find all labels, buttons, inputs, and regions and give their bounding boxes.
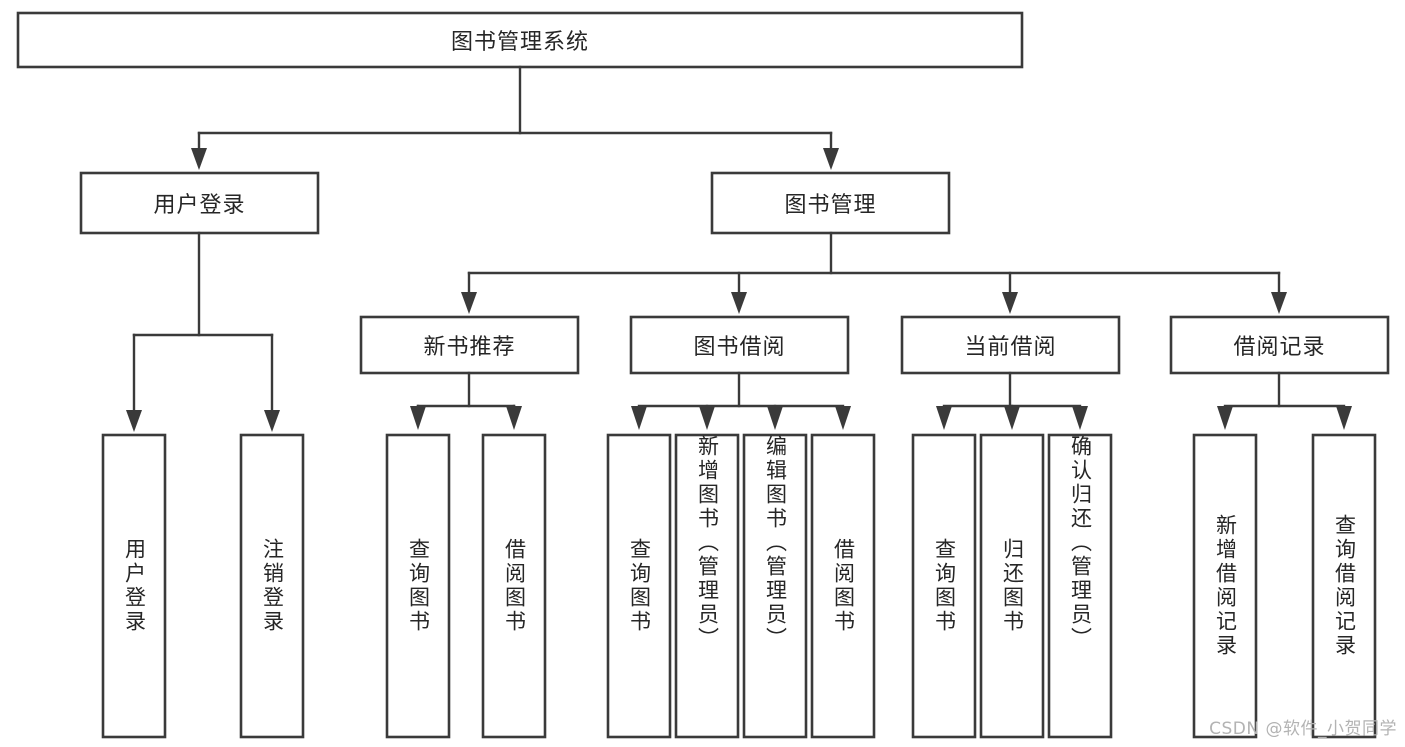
leaf-br-query-record-box[interactable] (1311, 433, 1377, 739)
arrow-head-borrow-record (1271, 292, 1287, 314)
arrow-head-cb-confirm-return (1072, 406, 1088, 430)
arrow-head-bb-add-book (699, 406, 715, 430)
leaf-user-login-box[interactable] (101, 433, 167, 739)
arrow-head-to-book-mgmt (823, 148, 839, 170)
arrow-head-br-query-record (1336, 406, 1352, 430)
arrow-head-cb-return-book (1004, 406, 1020, 430)
arrow-head-br-add-record (1217, 406, 1233, 430)
leaf-cb-query-book-box[interactable] (911, 433, 977, 739)
arrow-head-cb-query-book (936, 406, 952, 430)
leaf-nbr-query-book-box[interactable] (385, 433, 451, 739)
node-book-borrow-box[interactable] (629, 315, 850, 375)
arrow-head-bb-query-book (631, 406, 647, 430)
arrow-head-nbr-borrow-book (506, 406, 522, 430)
arrow-head-to-user-login (191, 148, 207, 170)
arrow-head-bb-edit-book (767, 406, 783, 430)
arrow-head-current-borrow (1002, 292, 1018, 314)
node-borrow-record-box[interactable] (1169, 315, 1390, 375)
leaf-logout-box[interactable] (239, 433, 305, 739)
leaf-bb-borrow-book-box[interactable] (810, 433, 876, 739)
node-book-management-box[interactable] (710, 171, 951, 235)
node-new-book-recommend-box[interactable] (359, 315, 580, 375)
leaf-cb-return-book-box[interactable] (979, 433, 1045, 739)
node-user-login-box[interactable] (79, 171, 320, 235)
arrow-head-leaf-user-login (126, 410, 142, 432)
leaf-nbr-borrow-book-box[interactable] (481, 433, 547, 739)
arrow-head-bb-borrow-book (835, 406, 851, 430)
leaf-br-add-record-box[interactable] (1192, 433, 1258, 739)
arrow-head-leaf-logout (264, 410, 280, 432)
leaf-bb-edit-book-box[interactable] (742, 433, 808, 739)
leaf-bb-query-book-box[interactable] (606, 433, 672, 739)
arrow-head-book-borrow (731, 292, 747, 314)
arrow-head-new-book-rec (461, 292, 477, 314)
leaf-cb-confirm-return-box[interactable] (1047, 433, 1113, 739)
arrow-head-nbr-query-book (410, 406, 426, 430)
leaf-bb-add-book-box[interactable] (674, 433, 740, 739)
node-current-borrow-box[interactable] (900, 315, 1121, 375)
node-root-box[interactable] (16, 11, 1024, 69)
